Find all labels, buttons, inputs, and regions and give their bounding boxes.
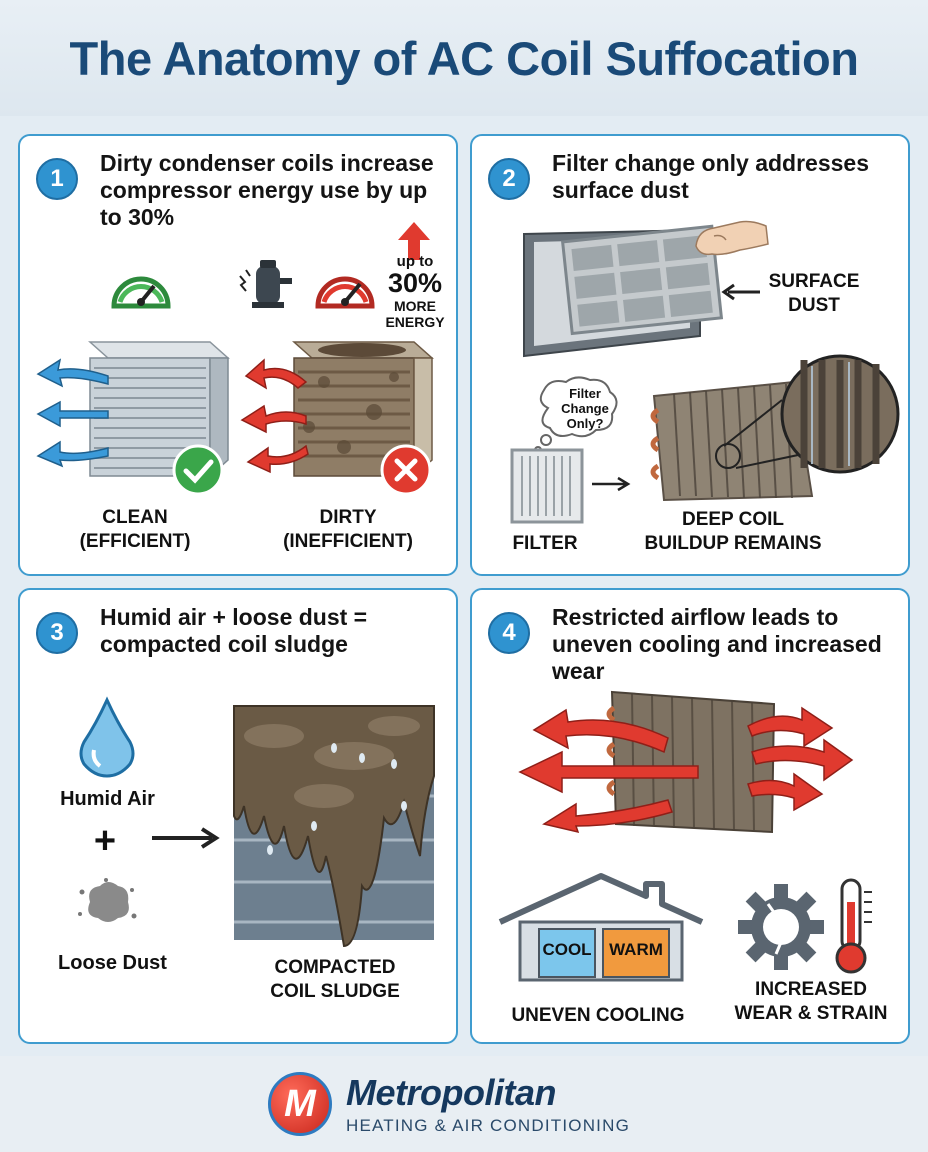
plus-sign: + <box>93 820 117 862</box>
bubble-text-1: Filter <box>569 386 601 401</box>
escaping-airflow-arrows-icon <box>747 706 854 812</box>
broken-gear-icon <box>738 884 824 970</box>
brand-name: Metropolitan <box>345 1072 556 1113</box>
filter-label: FILTER <box>512 533 578 554</box>
efficient-gauge-icon <box>111 276 171 309</box>
footer: M Metropolitan HEATING & AIR CONDITIONIN… <box>0 1056 928 1152</box>
dirty-label: DIRTY <box>319 507 377 528</box>
compressor-icon <box>239 260 292 308</box>
step-number-4: 4 <box>488 612 530 654</box>
small-filter-icon <box>510 448 584 524</box>
surface-dust-sublabel: DUST <box>788 295 840 316</box>
clean-sublabel: (EFFICIENT) <box>79 531 191 552</box>
sludge-label: COMPACTED <box>274 957 396 978</box>
callout-percent: 30% <box>387 268 443 298</box>
cool-label: COOL <box>542 940 592 959</box>
callout-more: MORE <box>394 298 436 314</box>
thought-bubble-icon <box>534 376 618 454</box>
logo-letter: M <box>284 1082 316 1125</box>
deep-coil-label: DEEP COIL <box>681 509 785 530</box>
check-icon <box>172 444 224 496</box>
panel-3-title: Humid air + loose dust = compacted coil … <box>100 604 368 657</box>
warm-zone <box>602 928 670 978</box>
arrow-to-sludge-icon <box>152 827 220 849</box>
warm-label: WARM <box>609 940 663 959</box>
deep-coil-sublabel: BUILDUP REMAINS <box>644 533 822 554</box>
brand-logo-icon: M <box>267 1072 332 1136</box>
humid-air-label: Humid Air <box>60 788 155 810</box>
panel-2-title: Filter change only addresses surface dus… <box>552 150 870 203</box>
panel-4: 4 Restricted airflow leads to uneven coo… <box>470 588 910 1044</box>
page-title: The Anatomy of AC Coil Suffocation <box>69 31 859 85</box>
panel-2: 2 Filter change only addresses surface d… <box>470 134 910 576</box>
to-coil-arrow-icon <box>592 476 631 492</box>
bubble-text-2: Change <box>561 401 609 416</box>
header: The Anatomy of AC Coil Suffocation <box>0 0 928 116</box>
brand-tagline: HEATING & AIR CONDITIONING <box>345 1116 631 1135</box>
sludge-sublabel: COIL SLUDGE <box>270 981 400 1002</box>
bubble-text-3: Only? <box>566 416 604 431</box>
inefficient-gauge-icon <box>315 276 375 309</box>
callout-energy: ENERGY <box>385 314 445 330</box>
wear-label: INCREASED <box>755 979 867 1000</box>
filter-grille-icon <box>523 224 724 358</box>
pointer-arrow-icon <box>721 283 760 301</box>
uneven-cooling-label: UNEVEN COOLING <box>511 1005 685 1026</box>
clogged-coil-icon <box>606 690 776 834</box>
dust-ball-icon <box>78 878 137 922</box>
loose-dust-label: Loose Dust <box>58 952 167 974</box>
step-number-1: 1 <box>36 158 78 200</box>
x-icon <box>380 444 432 496</box>
clean-airflow-arrows-icon <box>36 358 109 468</box>
water-drop-icon <box>79 696 135 778</box>
wear-sublabel: WEAR & STRAIN <box>734 1003 888 1024</box>
house-icon <box>498 873 704 982</box>
panel-3: 3 Humid air + loose dust = compacted coi… <box>18 588 458 1044</box>
increase-arrow-icon <box>398 222 430 260</box>
coil-sludge-image <box>233 705 435 948</box>
dirty-sublabel: (INEFFICIENT) <box>283 531 413 552</box>
panel-1-title: Dirty condenser coils increase compresso… <box>100 150 434 230</box>
step-number-2: 2 <box>488 158 530 200</box>
step-number-3: 3 <box>36 612 78 654</box>
panel-4-title: Restricted airflow leads to uneven cooli… <box>552 604 882 684</box>
thermometer-icon <box>835 878 872 974</box>
dirty-airflow-arrows-icon <box>240 358 309 474</box>
callout-up-to: up to <box>396 253 434 270</box>
surface-dust-label: SURFACE <box>768 271 860 292</box>
magnifier-icon <box>715 354 900 474</box>
panel-1: 1 Dirty condenser coils increase compres… <box>18 134 458 576</box>
cool-zone <box>538 928 596 978</box>
clean-label: CLEAN <box>102 507 168 528</box>
hand-icon <box>695 220 769 256</box>
blocked-airflow-arrows-icon <box>518 708 699 834</box>
